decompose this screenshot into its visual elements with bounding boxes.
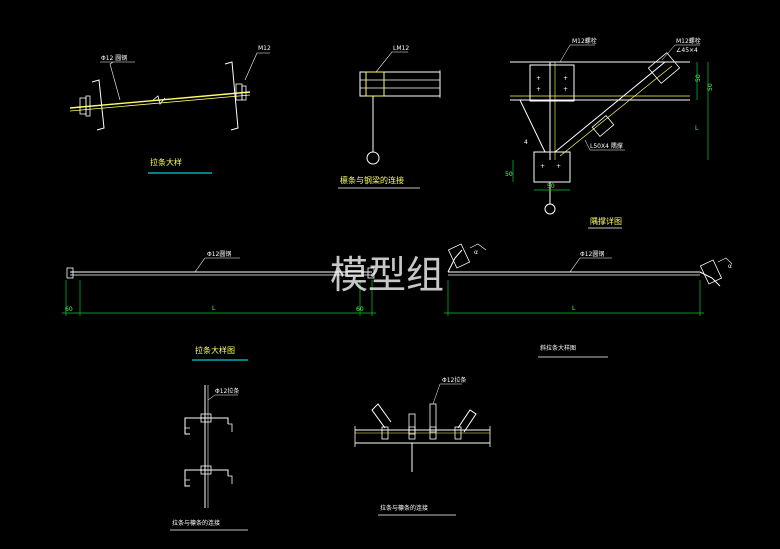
watermark-text: 模型组 bbox=[330, 253, 444, 297]
lm12-label: LM12 bbox=[393, 45, 409, 52]
brace-mid-plate bbox=[591, 115, 615, 137]
diag-left-plate bbox=[447, 243, 471, 269]
brace-angle-size: ∠45×4 bbox=[676, 47, 698, 54]
connection-plate bbox=[365, 71, 385, 97]
bolt-4 bbox=[454, 426, 462, 440]
dim-4-label: 4 bbox=[524, 139, 528, 146]
leader-phi12-diag bbox=[569, 257, 612, 273]
rod-left-diagonal bbox=[371, 403, 392, 429]
brace-right-2 bbox=[559, 65, 673, 157]
bolt-circle bbox=[366, 151, 380, 165]
beam-section bbox=[359, 71, 441, 97]
tie-rod-purlin-title-2: 拉条与檩条的连接 bbox=[380, 504, 428, 512]
tie-rod-purlin-title: 拉条与檩条的连接 bbox=[172, 519, 220, 527]
purlin-beam-connection-view: LM12 檩条与钢梁的连接 bbox=[338, 45, 441, 189]
leader-phi12-bar-2 bbox=[432, 383, 462, 405]
phi12-bar-label-2: Φ12拉条 bbox=[442, 376, 466, 384]
brace-right bbox=[554, 61, 666, 153]
diagonal-tie-rod-view: α α Φ12圆钢 L 斜拉条大样图 bbox=[444, 243, 733, 358]
leader-phi12-bar bbox=[207, 394, 238, 401]
tie-rod-detail-drawing-view: Φ12圆钢 60 L 60 拉条大样图 bbox=[62, 250, 376, 361]
rod-right-vertical bbox=[429, 403, 437, 433]
bolt-plus-1: + bbox=[536, 75, 541, 82]
bolt-1 bbox=[381, 426, 389, 440]
tie-rod-detail-title: 拉条大样 bbox=[150, 157, 182, 167]
tie-rod-purlin-connection-view: Φ12拉条 拉条与檩条的连接 bbox=[170, 385, 248, 531]
diag-left-angle: α bbox=[474, 249, 478, 256]
right-nut bbox=[235, 83, 243, 101]
leader-m12 bbox=[244, 52, 270, 81]
diag-right-dim-arc bbox=[717, 257, 733, 265]
diag-dim-L: L bbox=[572, 305, 576, 312]
brace-end-plate bbox=[647, 52, 681, 84]
rod-right-diagonal bbox=[457, 409, 477, 433]
leader-phi12 bbox=[109, 61, 121, 101]
upper-nut bbox=[200, 413, 212, 423]
lower-purlin-lip bbox=[184, 470, 190, 481]
bolt-plus-5: + bbox=[540, 163, 545, 170]
left-purlin-section bbox=[91, 79, 105, 131]
dim-L-long: L bbox=[212, 305, 216, 312]
bracing-node-view: + + + + + + 50 50 L 50 50 4 M12螺栓 M12螺栓 … bbox=[505, 37, 714, 229]
phi12-rod-label: Φ12圆钢 bbox=[207, 250, 231, 258]
brace-angle-label: M12螺栓 bbox=[676, 37, 701, 45]
bottom-bolt-circle bbox=[544, 203, 556, 215]
bolt-plus-4: + bbox=[563, 86, 568, 93]
phi12-diag-label: Φ12圆钢 bbox=[580, 250, 604, 258]
diag-tie-rod-title: 斜拉条大样图 bbox=[540, 344, 576, 352]
long-rod-right-nut bbox=[367, 267, 375, 279]
lower-nut bbox=[200, 465, 212, 475]
break-symbol bbox=[152, 95, 166, 105]
leader-phi12-rod bbox=[194, 257, 240, 273]
bottom-gusset-plate bbox=[533, 151, 571, 183]
diag-right-plate bbox=[699, 259, 723, 285]
leader-m12-bolt bbox=[559, 44, 595, 63]
tie-rod-drawing-title: 拉条大样图 bbox=[195, 345, 235, 355]
rod-center-upper bbox=[408, 413, 416, 435]
tie-rod-purlin-connection-view-2: Φ12拉条 拉条与檩条的连接 bbox=[354, 376, 491, 516]
bracing-node-title: 隅撑详图 bbox=[590, 216, 622, 226]
upper-purlin-lip bbox=[184, 418, 190, 429]
dim-50-a: 50 bbox=[695, 74, 702, 82]
purlin-beam-title: 檩条与钢梁的连接 bbox=[340, 175, 404, 185]
dim-60-left: 60 bbox=[65, 306, 73, 313]
bolt-plus-6: + bbox=[556, 163, 561, 170]
left-washer bbox=[85, 95, 91, 117]
upper-purlin-lip-2 bbox=[228, 423, 233, 432]
lower-purlin-channel bbox=[184, 469, 229, 487]
long-rod-left-nut bbox=[66, 267, 74, 279]
bolt-plus-3: + bbox=[536, 86, 541, 93]
phi12-round-steel-label: Φ12 圆钢 bbox=[101, 54, 127, 62]
dim-50-d: 50 bbox=[547, 183, 555, 190]
brace-left bbox=[519, 99, 546, 153]
leader-l50x4 bbox=[584, 139, 625, 151]
diag-left-hook bbox=[447, 249, 463, 273]
diag-right-angle: α bbox=[728, 263, 732, 270]
dim-60-right: 60 bbox=[356, 306, 364, 313]
leader-lm12 bbox=[375, 51, 408, 73]
l50x4-label: L50X4 隅撑 bbox=[590, 142, 623, 150]
dim-50-b: 50 bbox=[707, 83, 714, 91]
right-purlin-section bbox=[224, 61, 239, 131]
lower-purlin-lip-2 bbox=[228, 475, 233, 484]
diag-left-dim-arc bbox=[469, 243, 487, 251]
m12-label: M12 bbox=[258, 45, 271, 52]
tie-rod-detail-view: Φ12 圆钢 M12 拉条大样 bbox=[69, 45, 271, 174]
phi12-bar-label: Φ12拉条 bbox=[215, 387, 239, 395]
top-gusset-plate bbox=[529, 64, 575, 102]
bolt-3 bbox=[429, 426, 437, 440]
leader-brace-angle bbox=[661, 44, 700, 61]
dim-50-c: 50 bbox=[505, 171, 513, 178]
upper-purlin-channel bbox=[184, 417, 229, 435]
right-washer bbox=[241, 85, 247, 101]
bolt-plus-2: + bbox=[563, 75, 568, 82]
tie-rod-line bbox=[69, 91, 251, 109]
dim-L-bracing: L bbox=[695, 125, 699, 132]
m12-bolt-label: M12螺栓 bbox=[572, 37, 597, 45]
